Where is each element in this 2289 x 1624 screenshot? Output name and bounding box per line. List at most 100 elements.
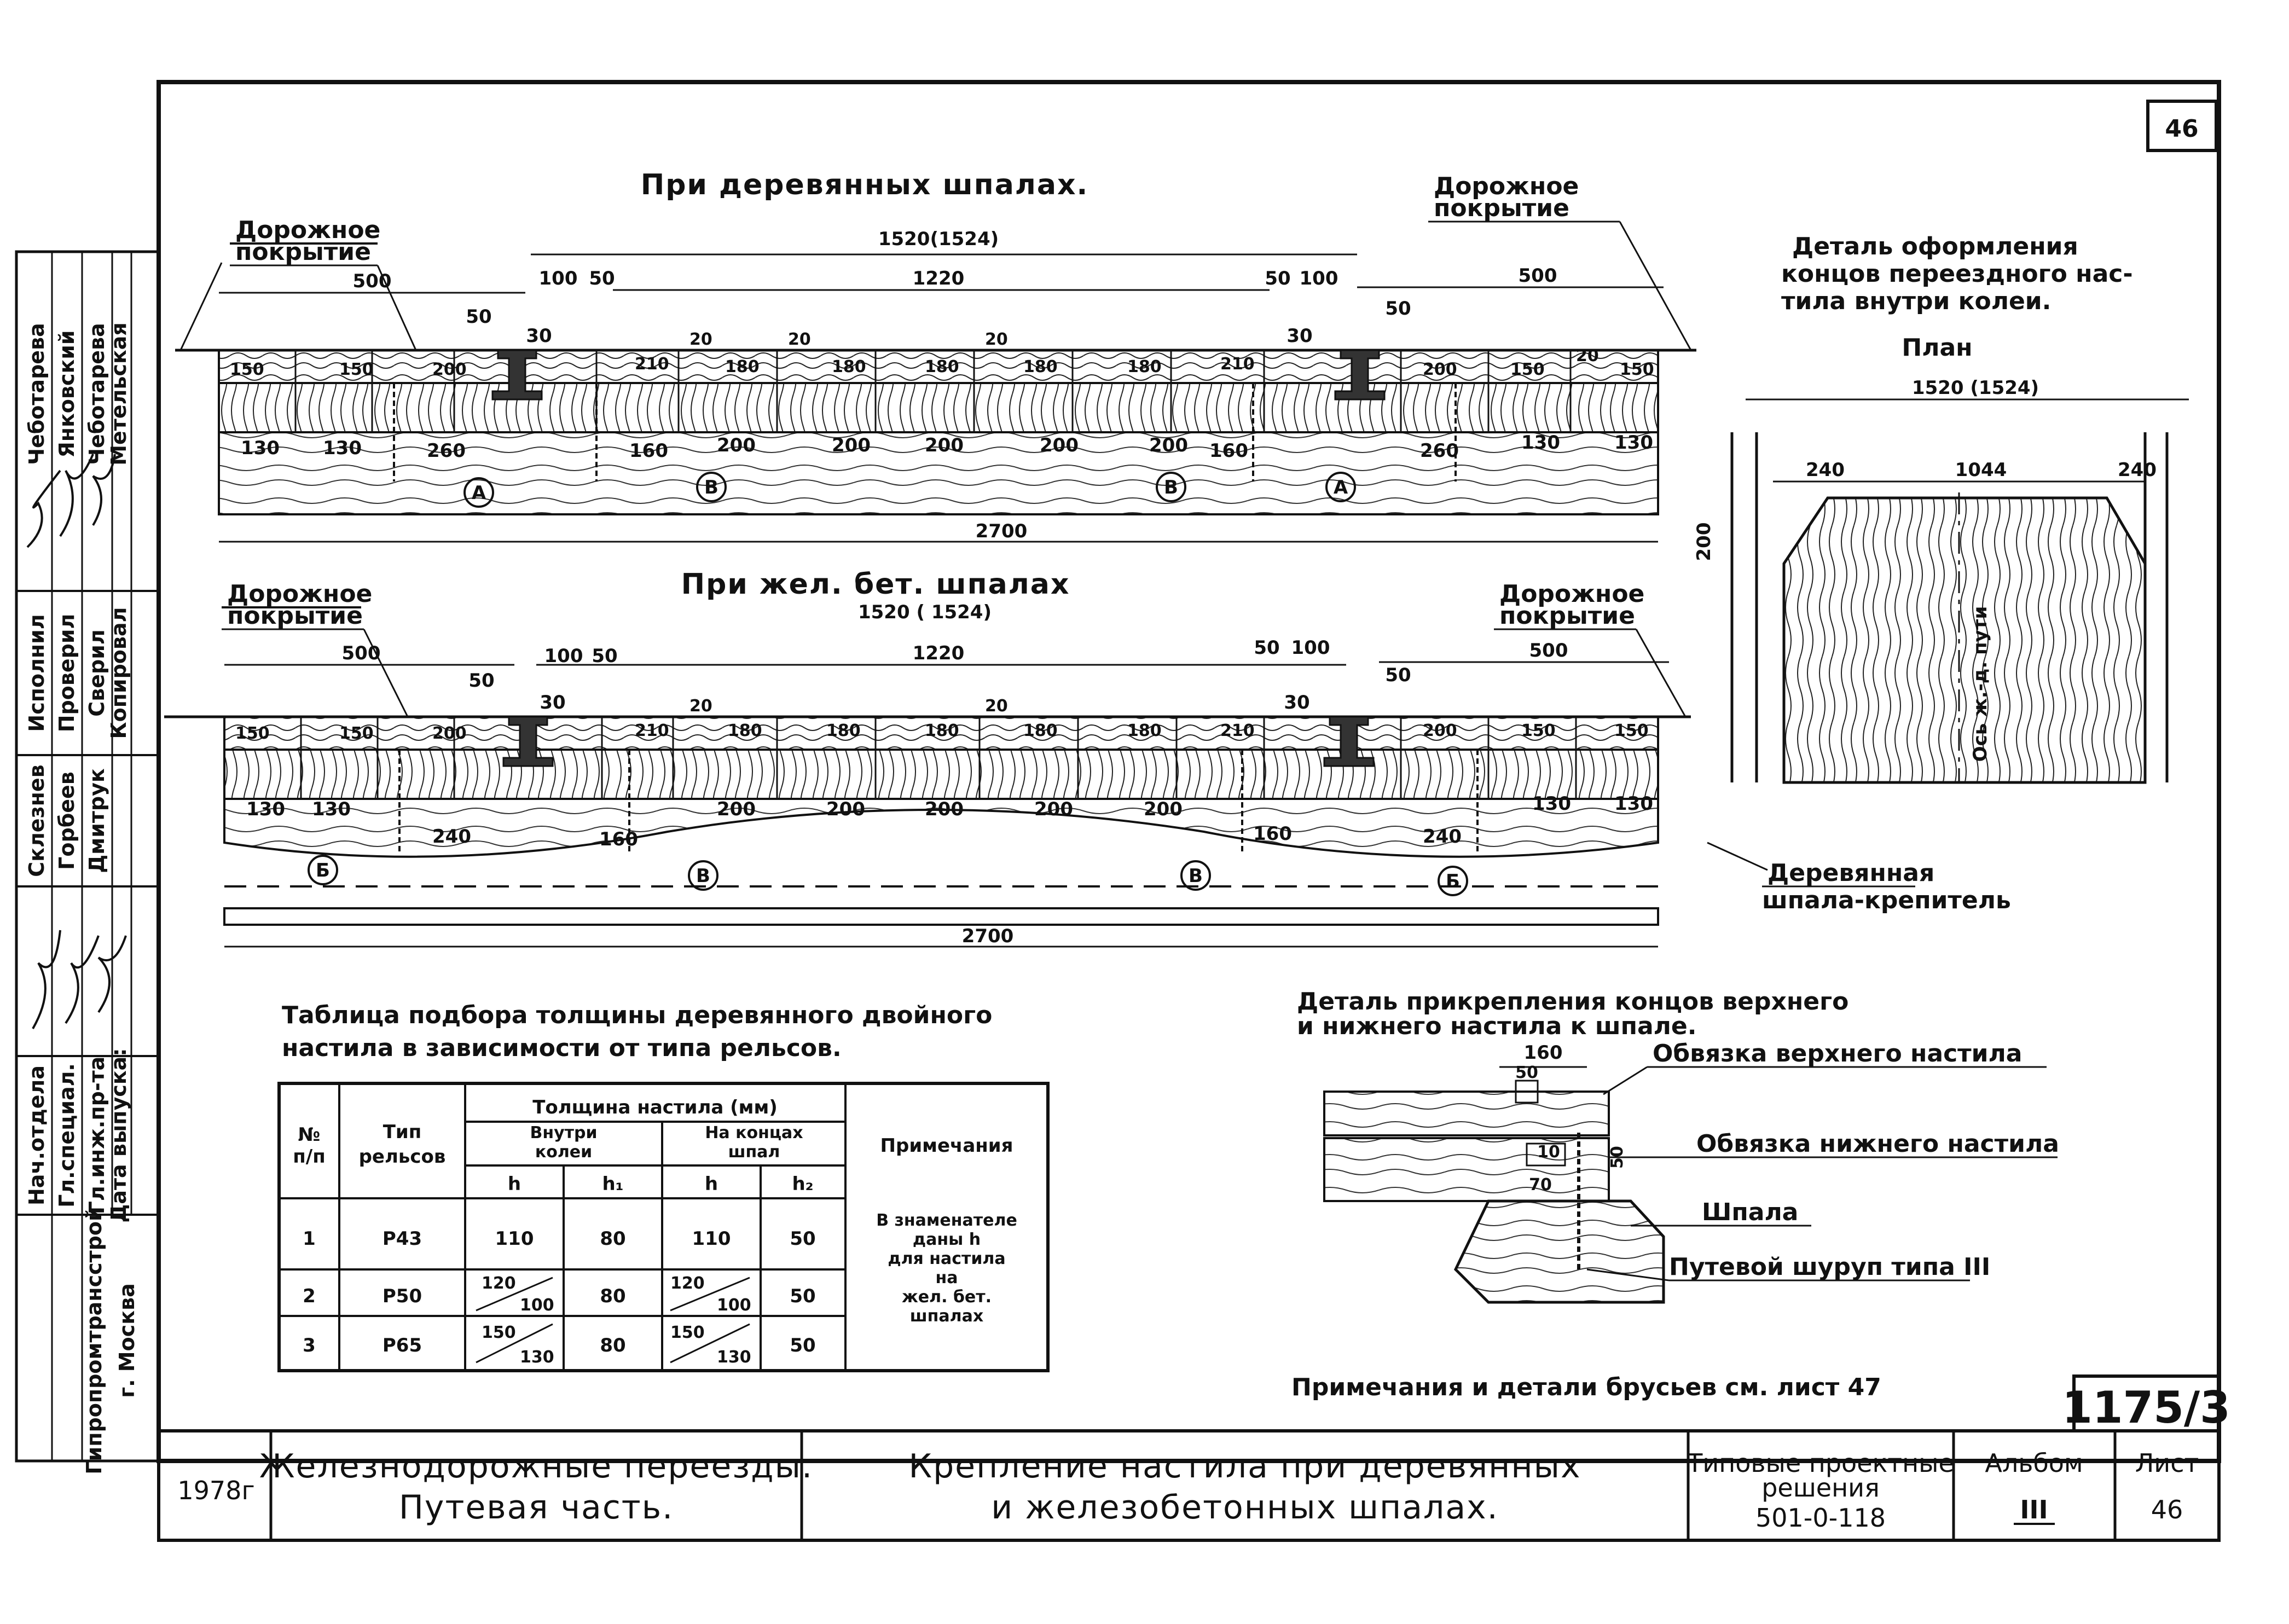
table-note-1: В знаменателе — [876, 1211, 1017, 1230]
c-board-1: 150 — [235, 724, 270, 743]
c-bdim-8: 200 — [1034, 798, 1073, 820]
table-note-3: для настила — [888, 1249, 1005, 1268]
wood-bdim-6: 200 — [832, 434, 871, 456]
c-road-right-1: Дорожное — [1499, 580, 1644, 608]
wood-dim-500-right: 500 — [1519, 265, 1557, 287]
plan-subtitle: План — [1902, 334, 1972, 362]
r2-h1: 80 — [600, 1285, 625, 1307]
r2-h-end-bot: 100 — [717, 1296, 751, 1315]
plan-axis-label: Ось ж.-д. пути — [1969, 606, 1991, 762]
signature-6 — [97, 935, 127, 1013]
fix-dim-10: 10 — [1537, 1142, 1560, 1162]
r1-h2: 50 — [790, 1228, 815, 1250]
stamp-role-15: Дата выпуска: — [107, 1048, 131, 1223]
th-num-1: № — [298, 1124, 321, 1146]
c-board-7: 180 — [826, 721, 861, 740]
stamp-role-9: Склезнев — [25, 764, 49, 877]
c-board-2: 150 — [339, 724, 374, 743]
c-road-left-1: Дорожное — [227, 580, 372, 608]
c-road-left-2: покрытие — [227, 602, 363, 630]
stamp-role-14: Гл.инж.пр-та — [85, 1057, 109, 1215]
r3-h-in-top: 150 — [482, 1323, 516, 1342]
stamp-role-1: Чеботарева — [25, 323, 49, 465]
plan-callout-1: Деревянная — [1768, 859, 1934, 887]
sheet-number-box — [2146, 100, 2218, 152]
wood-board-8: 180 — [832, 357, 866, 376]
plan-dim-200: 200 — [1693, 523, 1715, 561]
c-bdim-3: 240 — [432, 826, 471, 848]
th-ends-2: шпал — [728, 1142, 780, 1162]
th-type-2: рельсов — [359, 1146, 446, 1168]
tb-year: 1978г — [177, 1476, 254, 1505]
c-dim-2700: 2700 — [962, 925, 1014, 947]
r1-n: 1 — [303, 1228, 316, 1250]
stamp-role-11: Дмитрук — [85, 768, 109, 873]
plan-dim-1044: 1044 — [1955, 459, 2007, 481]
wood-bdim-2: 130 — [323, 437, 362, 459]
signature-4 — [32, 930, 61, 1029]
plan-callout-2: шпала-крепитель — [1762, 886, 2011, 914]
c-dim-100-right: 100 — [1291, 637, 1330, 659]
table-note-5: жел. бет. — [902, 1287, 992, 1307]
c-dim-100-left: 100 — [544, 645, 583, 667]
th-thickness: Толщина настила (мм) — [532, 1097, 778, 1118]
wood-bdim-13: 130 — [1614, 432, 1653, 454]
c-board-8: 180 — [925, 721, 959, 740]
wood-bdim-3: 260 — [427, 440, 466, 462]
wood-dim-50-lv: 50 — [466, 306, 491, 328]
c-bdim-5: 200 — [717, 798, 756, 820]
r1-type: Р43 — [383, 1228, 422, 1250]
c-board-4: 210 — [635, 721, 669, 740]
r2-h-in-bot: 100 — [520, 1296, 554, 1315]
plan-span: 1520 (1524) — [1912, 377, 2039, 399]
tb-project-1: Железнодорожные переезды. — [259, 1447, 813, 1486]
c-bdim-6: 200 — [826, 798, 865, 820]
wood-board-14: 200 — [1423, 360, 1457, 379]
table-note-2: даны h — [913, 1230, 981, 1249]
r1-h-end: 110 — [692, 1228, 731, 1250]
stamp-role-2: Янковский — [55, 330, 79, 457]
r2-n: 2 — [303, 1285, 316, 1307]
wood-board-10: 20 — [985, 330, 1008, 349]
r2-h2: 50 — [790, 1285, 815, 1307]
road-left-label-2: покрытие — [235, 238, 371, 266]
wood-board-13: 210 — [1220, 355, 1255, 374]
table-note-4: на — [936, 1268, 958, 1287]
wood-board-5: 20 — [689, 330, 712, 349]
c-board-11: 180 — [1127, 721, 1162, 740]
c-dim-30-r: 30 — [1284, 692, 1309, 714]
title-block: 1978г Железнодорожные переезды. Путевая … — [157, 1429, 2221, 1542]
wood-board-17: 150 — [1620, 360, 1654, 379]
wood-bdim-8: 200 — [1040, 434, 1079, 456]
c-bdim-2: 130 — [312, 798, 351, 820]
fix-callout-2: Обвязка нижнего настила — [1696, 1130, 2059, 1158]
fix-title-1: Деталь прикрепления концов верхнего — [1297, 988, 1848, 1016]
detail-fixing: Деталь прикрепления концов верхнего и ни… — [1297, 988, 2059, 1304]
wood-board-3: 200 — [432, 360, 467, 379]
c-board-10: 180 — [1023, 721, 1058, 740]
fix-title-2: и нижнего настила к шпале. — [1297, 1012, 1696, 1040]
c-dim-50-lv: 50 — [468, 670, 494, 692]
wood-markers: A B B A — [463, 472, 1356, 508]
road-left-label-1: Дорожное — [235, 216, 380, 244]
road-right-label-1: Дорожное — [1434, 172, 1579, 200]
stamp-org: Гипропромтрансстрой — [82, 1207, 106, 1474]
r1-h1: 80 — [600, 1228, 625, 1250]
table-title-2: настила в зависимости от типа рельсов. — [282, 1034, 842, 1062]
stamp-city: г. Москва — [115, 1283, 139, 1397]
concrete-markers: Б В В Б — [308, 855, 1468, 896]
c-board-9: 20 — [985, 697, 1008, 716]
wood-dim-30-l: 30 — [526, 325, 552, 347]
wood-dim-span: 1520(1524) — [878, 228, 999, 250]
wood-section-title: При деревянных шпалах. — [641, 169, 1089, 201]
wood-board-9: 180 — [925, 357, 959, 376]
c-board-5: 20 — [689, 697, 712, 716]
fix-callout-1: Обвязка верхнего настила — [1653, 1040, 2022, 1068]
wood-marker-4: A — [1334, 477, 1348, 498]
sheet-note: Примечания и детали брусьев см. лист 47 — [1291, 1373, 1881, 1401]
c-bdim-10: 160 — [1253, 823, 1292, 845]
plan-dim-240-left: 240 — [1806, 459, 1845, 481]
c-marker-2: В — [696, 865, 710, 887]
concrete-sleeper-section: При жел. бет. шпалах 1520 ( 1524) Дорожн… — [164, 568, 1691, 948]
th-inside-1: Внутри — [530, 1123, 597, 1142]
